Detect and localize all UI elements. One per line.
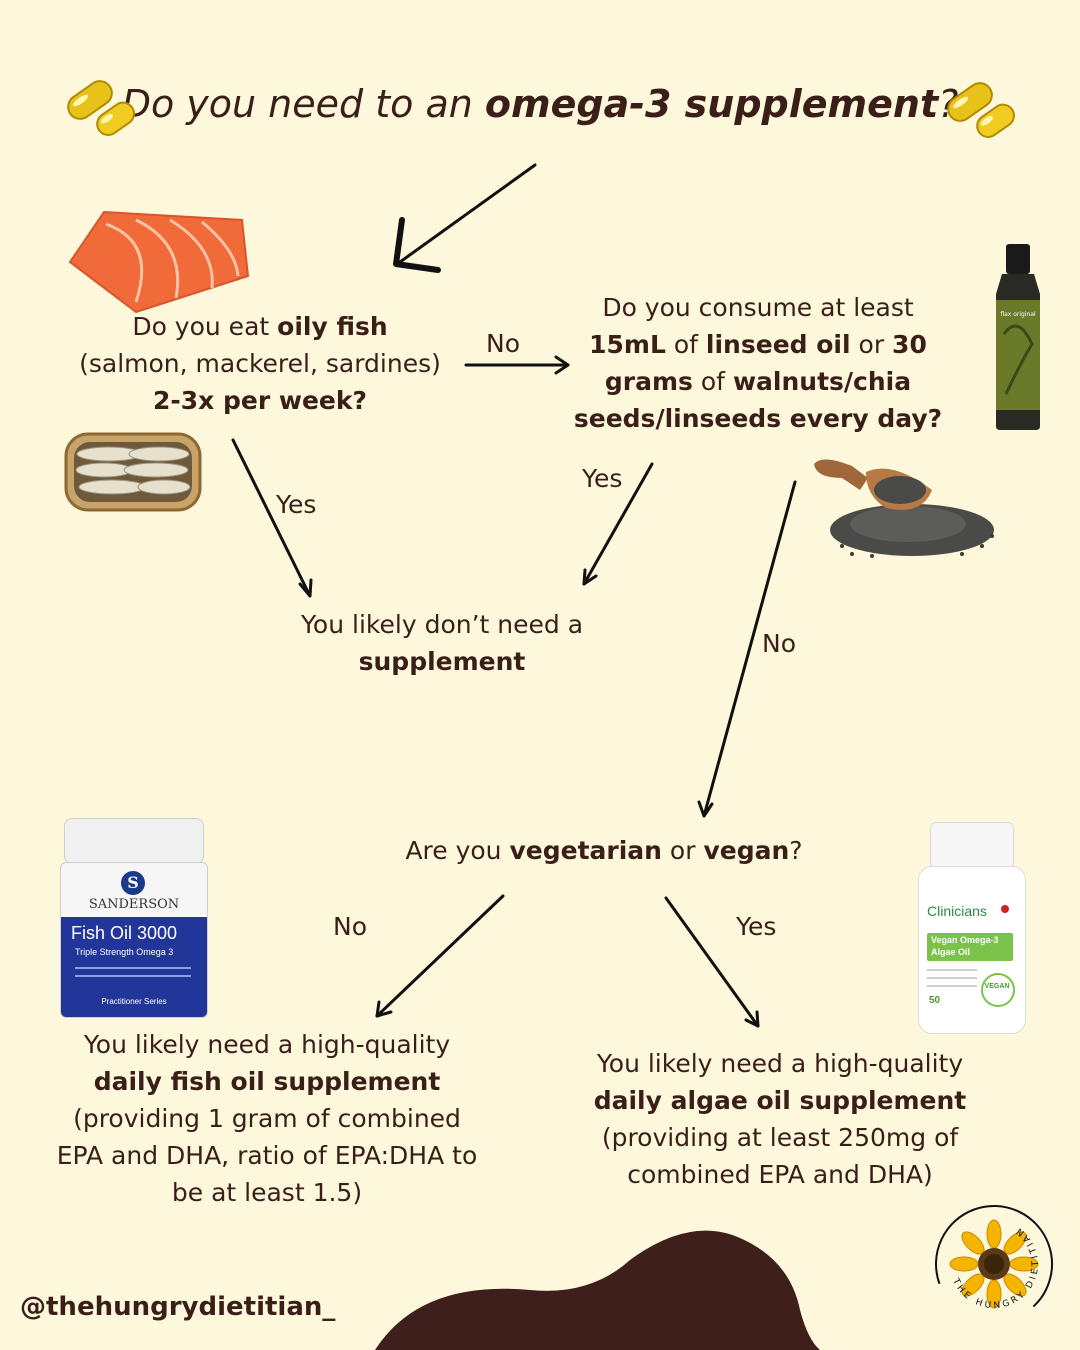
arrow-vegan-no <box>375 894 505 1018</box>
salmon-image <box>68 210 250 314</box>
sanderson-brand: SANDERSON <box>88 897 180 912</box>
hungry-dietitian-logo: THE HUNGRY DIETITIAN <box>935 1205 1053 1323</box>
page-title: Do you need to an omega-3 supplement? <box>121 82 959 126</box>
label-yes-fish: Yes <box>276 490 317 519</box>
label-no-plant: No <box>762 629 796 658</box>
chia-seeds-image <box>814 459 994 558</box>
sanderson-series: Practitioner Series <box>101 997 167 1006</box>
label-no-vegan: No <box>333 912 367 941</box>
algae-oil-product-image: Clinicians Vegan Omega-3 Algae Oil VEGAN… <box>918 822 1026 1034</box>
question-vegetarian: Are you vegetarian or vegan? <box>405 836 803 865</box>
arrow-plant-no <box>697 480 797 818</box>
arrow-plant-yes <box>582 462 654 586</box>
social-handle: @thehungrydietitian_ <box>20 1292 336 1322</box>
sanderson-product-sub: Triple Strength Omega 3 <box>75 947 174 957</box>
clinicians-vegan-badge: VEGAN <box>984 983 1010 990</box>
arrow-fish-yes <box>231 438 313 598</box>
label-no-fish: No <box>486 329 520 358</box>
sanderson-product-name: Fish Oil 3000 <box>71 923 178 943</box>
label-yes-vegan: Yes <box>736 912 777 941</box>
capsule-icon-right <box>947 82 1015 138</box>
result-fish-oil: You likely need a high-quality daily fis… <box>56 1030 478 1207</box>
question-oily-fish: Do you eat oily fish (salmon, mackerel, … <box>79 312 441 415</box>
fish-oil-product-image: S SANDERSON Fish Oil 3000 Triple Strengt… <box>60 818 208 1018</box>
clinicians-count: 50 <box>929 995 941 1006</box>
capsule-icon-left <box>67 80 135 136</box>
label-yes-plant: Yes <box>582 464 623 493</box>
sardine-tin-image <box>64 432 202 512</box>
flax-oil-bottle-image: flax original <box>996 244 1040 430</box>
sunflower-icon <box>949 1219 1039 1309</box>
arrow-vegan-yes <box>664 896 760 1028</box>
arrow-fish-no <box>464 355 570 375</box>
flax-bottle-label: flax original <box>1000 311 1036 318</box>
arrow-start <box>393 163 537 273</box>
decorative-blob <box>375 1230 820 1350</box>
clinicians-name-2: Algae Oil <box>931 947 971 957</box>
result-no-supplement: You likely don’t need a supplement <box>300 610 584 676</box>
result-algae-oil: You likely need a high-quality daily alg… <box>593 1049 967 1189</box>
clinicians-name-1: Vegan Omega-3 <box>931 935 999 945</box>
question-plant-sources: Do you consume at least 15mL of linseed … <box>573 293 943 433</box>
clinicians-brand: Clinicians <box>927 903 987 919</box>
